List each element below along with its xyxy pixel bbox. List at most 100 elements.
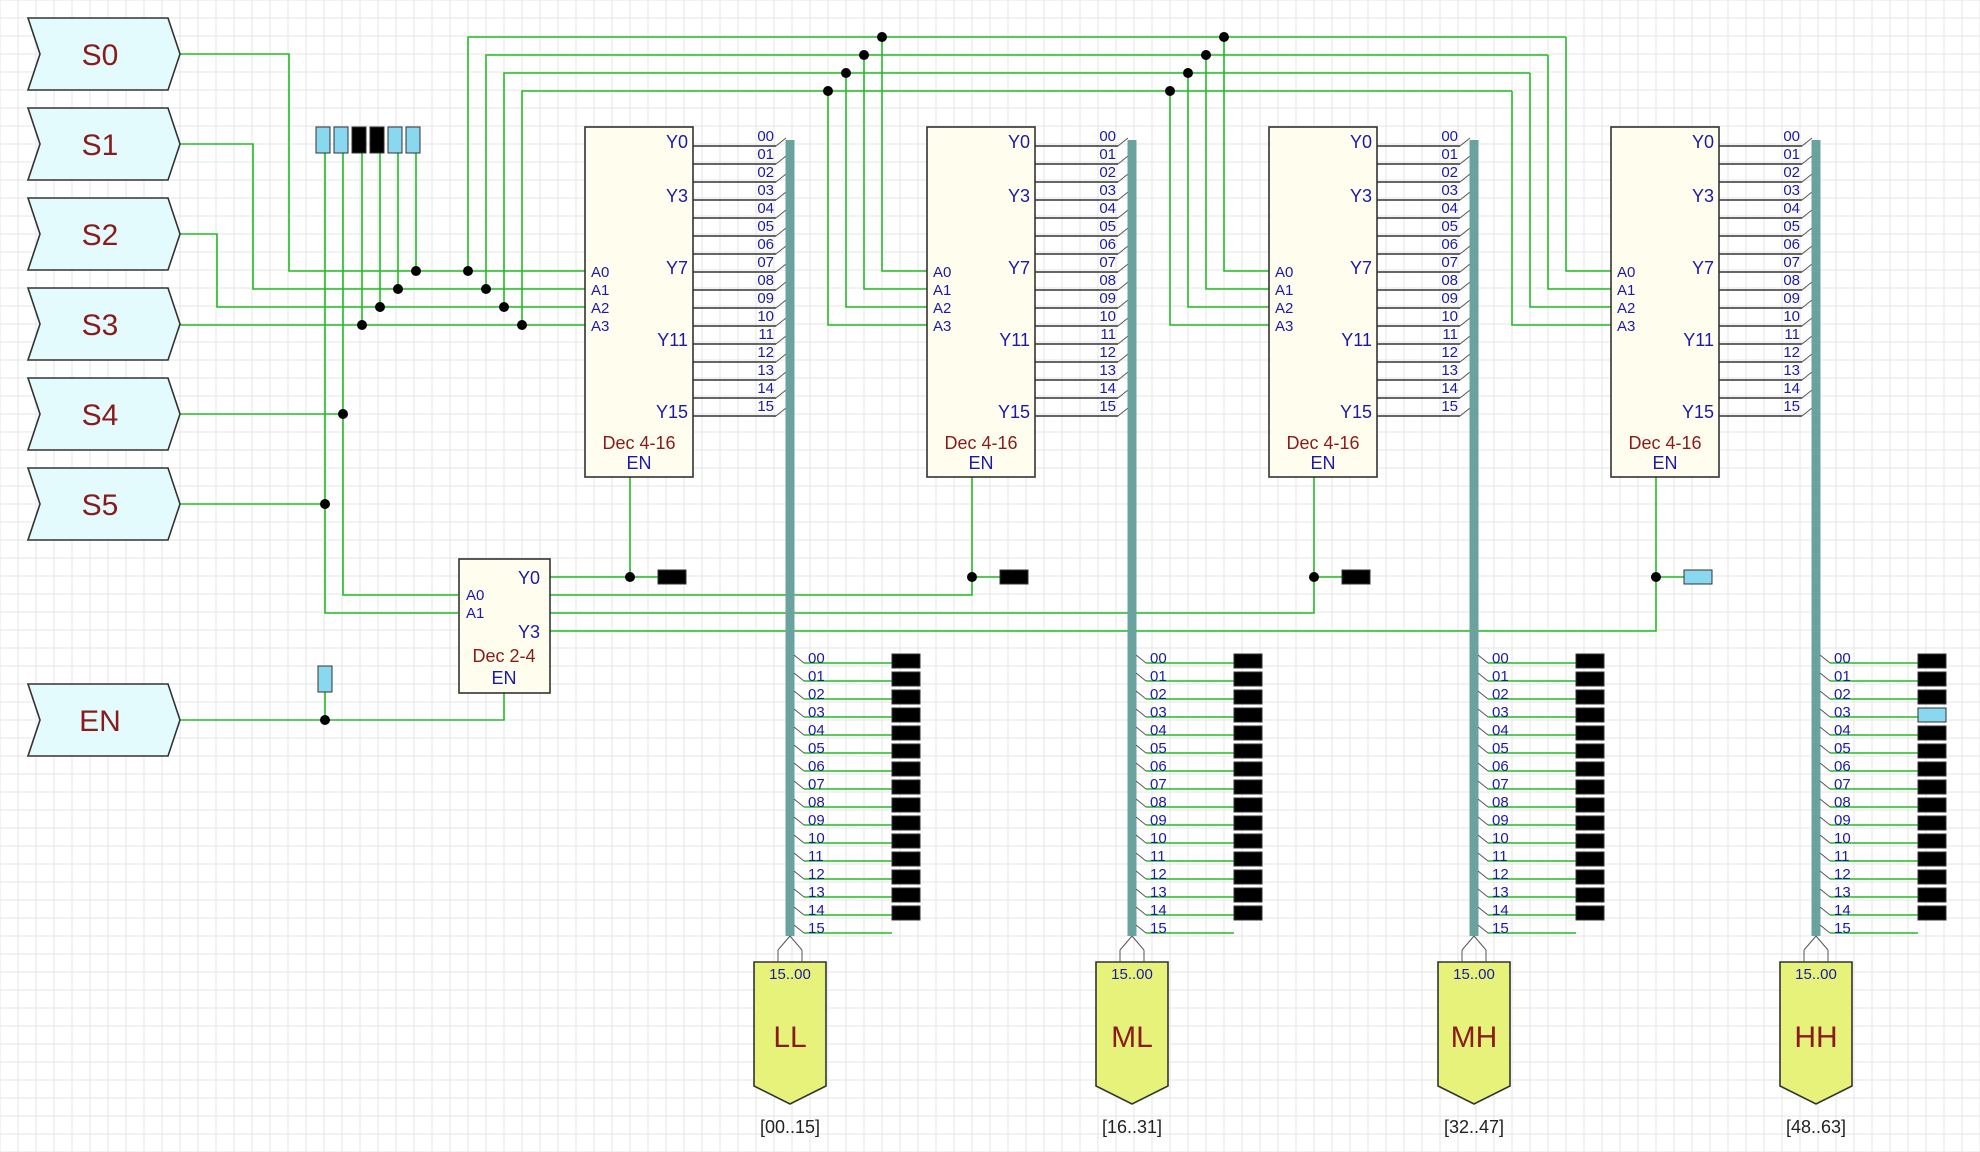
- bus-exit: [793, 690, 805, 700]
- output-port-mh[interactable]: [1437, 961, 1511, 1105]
- dec0-bit-probe-13[interactable]: [891, 887, 921, 903]
- dec3-bit-probe-2[interactable]: [1917, 689, 1947, 705]
- dec1-bit-probe-13[interactable]: [1233, 887, 1263, 903]
- output-port-ll[interactable]: [753, 961, 827, 1105]
- input-port-s2[interactable]: [26, 197, 181, 271]
- dec0-bit-probe-2[interactable]: [891, 689, 921, 705]
- dec1-title: Dec 4-16: [944, 433, 1017, 453]
- input-probe-0[interactable]: [315, 126, 331, 154]
- input-port-s5[interactable]: [26, 467, 181, 541]
- dec1-bit-probe-14[interactable]: [1233, 905, 1263, 921]
- dec1-bit-probe-7[interactable]: [1233, 779, 1263, 795]
- input-probe-3[interactable]: [369, 126, 385, 154]
- decoder-en-probe-1[interactable]: [999, 569, 1029, 585]
- dec0-bit-probe-1[interactable]: [891, 671, 921, 687]
- dec1-bit-probe-9[interactable]: [1233, 815, 1263, 831]
- dec2-bit-probe-10[interactable]: [1575, 833, 1605, 849]
- bus-exit: [1135, 870, 1147, 880]
- dec1-bit-probe-3[interactable]: [1233, 707, 1263, 723]
- dec0-bit-probe-8[interactable]: [891, 797, 921, 813]
- input-port-s3[interactable]: [26, 287, 181, 361]
- dec1-bit-probe-12[interactable]: [1233, 869, 1263, 885]
- dec3-bit-probe-8[interactable]: [1917, 797, 1947, 813]
- dec0-bit-probe-10[interactable]: [891, 833, 921, 849]
- dec2-bit-probe-8[interactable]: [1575, 797, 1605, 813]
- dec2-bit-probe-3[interactable]: [1575, 707, 1605, 723]
- dec0-bit-probe-0[interactable]: [891, 653, 921, 669]
- dec1-bit-probe-10[interactable]: [1233, 833, 1263, 849]
- dec3-bit-probe-9[interactable]: [1917, 815, 1947, 831]
- dec3-bit-probe-0[interactable]: [1917, 653, 1947, 669]
- bus-entry: [1801, 137, 1813, 147]
- dec24-y2-to-en: [550, 477, 1315, 614]
- dec0-bit-probe-4[interactable]: [891, 725, 921, 741]
- junction-dot: [481, 284, 491, 294]
- dec2-bit-probe-6[interactable]: [1575, 761, 1605, 777]
- dec1-bit-probe-2[interactable]: [1233, 689, 1263, 705]
- decoder-en-probe-3[interactable]: [1683, 569, 1713, 585]
- dec3-pin-y3: Y3: [1692, 186, 1714, 206]
- dec0-bus-idx-15: 15: [808, 920, 825, 937]
- bus-exit: [793, 798, 805, 808]
- input-probe-2[interactable]: [351, 126, 367, 154]
- dec0-bit-probe-11[interactable]: [891, 851, 921, 867]
- decoder-en-probe-0[interactable]: [657, 569, 687, 585]
- dec1-bit-probe-6[interactable]: [1233, 761, 1263, 777]
- dec3-bit-probe-14[interactable]: [1917, 905, 1947, 921]
- dec2-bit-probe-11[interactable]: [1575, 851, 1605, 867]
- dec2-bit-probe-14[interactable]: [1575, 905, 1605, 921]
- en-probe[interactable]: [317, 665, 333, 693]
- output-port-ml[interactable]: [1095, 961, 1169, 1105]
- dec3-bit-probe-13[interactable]: [1917, 887, 1947, 903]
- dec0-bit-probe-14[interactable]: [891, 905, 921, 921]
- input-probe-5[interactable]: [405, 126, 421, 154]
- dec0-bit-probe-6[interactable]: [891, 761, 921, 777]
- dec2-bit-probe-9[interactable]: [1575, 815, 1605, 831]
- dec0-bit-probe-3[interactable]: [891, 707, 921, 723]
- output-port-range-1: [16..31]: [1102, 1117, 1162, 1137]
- input-port-s1[interactable]: [26, 107, 181, 181]
- dec2-bit-probe-4[interactable]: [1575, 725, 1605, 741]
- dec2-bit-probe-2[interactable]: [1575, 689, 1605, 705]
- dec2-bit-probe-0[interactable]: [1575, 653, 1605, 669]
- dec2-bus-idx-9: 09: [1492, 812, 1509, 829]
- decoder-en-probe-2[interactable]: [1341, 569, 1371, 585]
- input-probe-1[interactable]: [333, 126, 349, 154]
- dec3-bit-probe-4[interactable]: [1917, 725, 1947, 741]
- dec1-bit-probe-5[interactable]: [1233, 743, 1263, 759]
- dec1-bit-probe-4[interactable]: [1233, 725, 1263, 741]
- dec1-bit-probe-0[interactable]: [1233, 653, 1263, 669]
- dec2-out-idx-4: 04: [1441, 200, 1458, 217]
- junction-dot: [1201, 50, 1211, 60]
- input-port-en[interactable]: [26, 683, 181, 757]
- output-port-hh[interactable]: [1779, 961, 1853, 1105]
- dec2-bit-probe-5[interactable]: [1575, 743, 1605, 759]
- dec3-bit-probe-12[interactable]: [1917, 869, 1947, 885]
- dec3-bit-probe-6[interactable]: [1917, 761, 1947, 777]
- dec3-bit-probe-11[interactable]: [1917, 851, 1947, 867]
- dec2-bit-probe-7[interactable]: [1575, 779, 1605, 795]
- dec0-bit-probe-5[interactable]: [891, 743, 921, 759]
- input-probe-4[interactable]: [387, 126, 403, 154]
- input-port-s4[interactable]: [26, 377, 181, 451]
- dec0-bus-idx-5: 05: [808, 740, 825, 757]
- dec3-bit-probe-1[interactable]: [1917, 671, 1947, 687]
- dec0-bit-probe-9[interactable]: [891, 815, 921, 831]
- dec3-bit-probe-5[interactable]: [1917, 743, 1947, 759]
- dec3-bit-probe-3[interactable]: [1917, 707, 1947, 723]
- dec2-bit-probe-13[interactable]: [1575, 887, 1605, 903]
- dec1-bit-probe-1[interactable]: [1233, 671, 1263, 687]
- dec1-bit-probe-11[interactable]: [1233, 851, 1263, 867]
- dec0-bit-probe-7[interactable]: [891, 779, 921, 795]
- dec2-bit-probe-1[interactable]: [1575, 671, 1605, 687]
- bus-exit: [1135, 906, 1147, 916]
- dec1-bit-probe-8[interactable]: [1233, 797, 1263, 813]
- bus-entry: [775, 353, 787, 363]
- dec2-bit-probe-12[interactable]: [1575, 869, 1605, 885]
- dec3-bit-probe-7[interactable]: [1917, 779, 1947, 795]
- dec1-out-idx-0: 00: [1099, 128, 1116, 145]
- dec0-bit-probe-12[interactable]: [891, 869, 921, 885]
- input-port-s0[interactable]: [26, 17, 181, 91]
- bus-entry: [1801, 407, 1813, 417]
- dec3-bit-probe-10[interactable]: [1917, 833, 1947, 849]
